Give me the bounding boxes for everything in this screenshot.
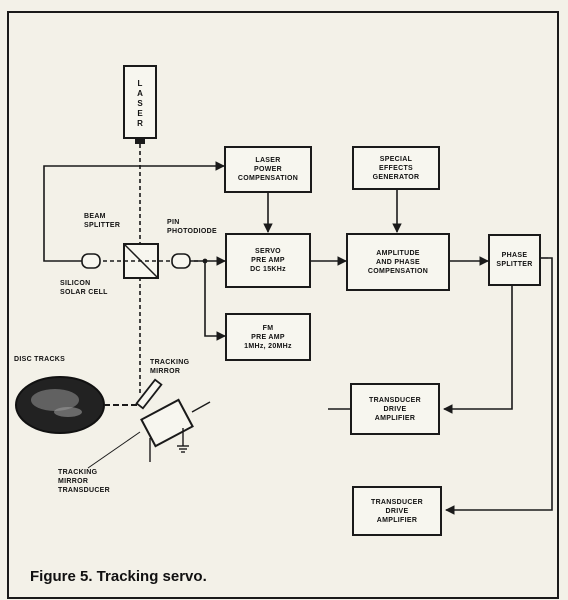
- phase-splitter-block: PHASE SPLITTER: [488, 234, 541, 286]
- servo-pre-amp-block: SERVO PRE AMP DC 15KHz: [225, 233, 311, 288]
- transducer-drive-amplifier-2-block: TRANSDUCER DRIVE AMPLIFIER: [352, 486, 442, 536]
- disc-tracks-label: DISC TRACKS: [14, 356, 66, 363]
- figure-frame: [7, 11, 559, 599]
- tracking-mirror-label: TRACKING MIRROR: [150, 359, 190, 375]
- solar-cell-feedback-wire: [43, 161, 225, 262]
- tracking-mirror-transducer: [140, 398, 194, 448]
- disc-tracks-highlight-2: [54, 407, 82, 417]
- photodiode-to-fm-wire: [204, 261, 226, 341]
- transducer-drive-amplifier-1-block: TRANSDUCER DRIVE AMPLIFIER: [350, 383, 440, 435]
- disc-tracks-highlight: [31, 389, 79, 411]
- transducer-label-leader: [87, 431, 141, 469]
- tracking-mirror-transducer-label: TRACKING MIRROR TRANSDUCER: [58, 469, 110, 494]
- fm-pre-amp-block: FM PRE AMP 1MHz, 20MHz: [225, 313, 311, 361]
- laser-label-letter: E: [137, 109, 143, 118]
- laser-label-letter: A: [137, 89, 143, 98]
- figure-caption: Figure 5. Tracking servo.: [30, 568, 207, 585]
- laser-nozzle: [135, 138, 145, 144]
- laser-power-compensation-block: LASER POWER COMPENSATION: [224, 146, 312, 193]
- silicon-solar-cell-label: SILICON SOLAR CELL: [60, 280, 108, 296]
- beam-splitter-label: BEAM SPLITTER: [84, 213, 121, 229]
- special-effects-generator-block: SPECIAL EFFECTS GENERATOR: [352, 146, 440, 190]
- laser-label-letter: R: [137, 119, 143, 128]
- laser-label-letter: L: [137, 79, 143, 88]
- pin-photodiode-label: PIN PHOTODIODE: [167, 219, 217, 235]
- amplitude-phase-compensation-block: AMPLITUDE AND PHASE COMPENSATION: [346, 233, 450, 291]
- splitter-to-transducer-2-wire: [445, 257, 553, 515]
- tracking-mirror: [135, 378, 163, 410]
- laser-label-letter: S: [137, 99, 143, 108]
- transducer-pointer: [191, 401, 211, 413]
- silicon-solar-cell: [81, 253, 101, 269]
- splitter-to-transducer-1-wire: [443, 286, 513, 414]
- pin-photodiode: [171, 253, 191, 269]
